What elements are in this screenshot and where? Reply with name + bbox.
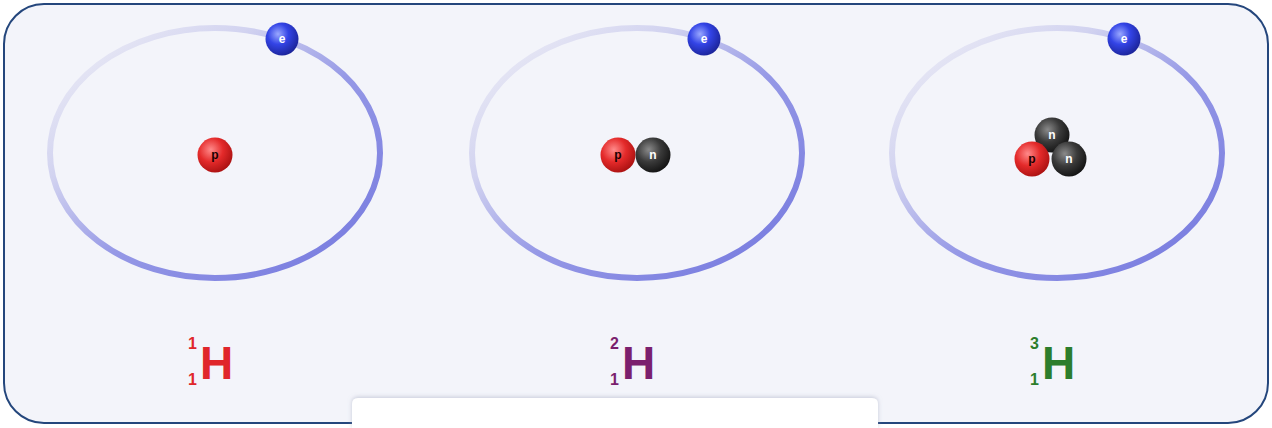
particle-circle: [601, 138, 636, 173]
mass-number: 3: [1030, 336, 1039, 352]
particle-circle: [636, 138, 671, 173]
particle-letter: p: [1014, 141, 1050, 177]
particle-circle: [1052, 142, 1087, 177]
neutron-particle: n: [635, 137, 671, 173]
particle-circle: [266, 23, 299, 56]
particle-letter: n: [1051, 141, 1087, 177]
neutron-particle: n: [1051, 141, 1087, 177]
electron-particle: e: [1107, 22, 1141, 56]
particle-circle: [1015, 142, 1050, 177]
particle-letter: p: [600, 137, 636, 173]
proton-particle: p: [197, 137, 233, 173]
particle-letter: e: [265, 22, 299, 56]
proton-particle: p: [600, 137, 636, 173]
element-symbol: H: [622, 340, 655, 386]
mass-number: 2: [610, 336, 619, 352]
particle-letter: n: [635, 137, 671, 173]
electron-orbit: [892, 28, 1222, 278]
electron-orbit: [50, 28, 380, 278]
particle-letter: p: [197, 137, 233, 173]
particle-circle: [1108, 23, 1141, 56]
particle-letter: e: [687, 22, 721, 56]
element-symbol: H: [200, 340, 233, 386]
particle-circle: [198, 138, 233, 173]
particle-circle: [688, 23, 721, 56]
blank-panel: [352, 398, 878, 428]
electron-particle: e: [265, 22, 299, 56]
electron-particle: e: [687, 22, 721, 56]
electron-orbit: [472, 28, 802, 278]
mass-number: 1: [188, 336, 197, 352]
frame: [4, 4, 1268, 423]
atomic-number: 1: [1030, 372, 1039, 388]
atomic-number: 1: [610, 372, 619, 388]
proton-particle: p: [1014, 141, 1050, 177]
element-symbol: H: [1042, 340, 1075, 386]
particle-letter: e: [1107, 22, 1141, 56]
atomic-number: 1: [188, 372, 197, 388]
